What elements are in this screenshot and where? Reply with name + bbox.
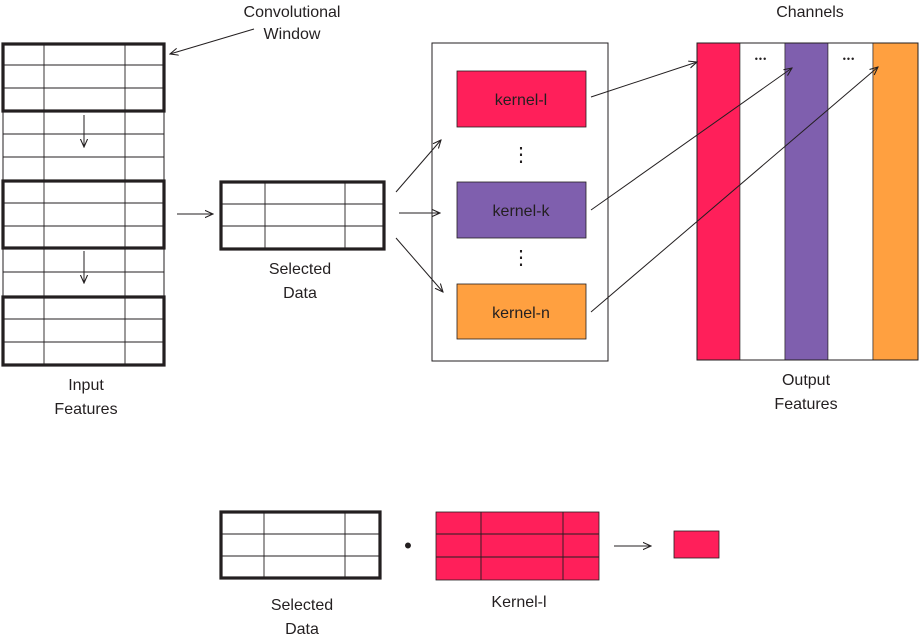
output-features-label-line1: Output: [782, 372, 831, 389]
selected-data-label-line1: Selected: [269, 261, 331, 278]
input-features: [1, 42, 166, 367]
vertical-ellipsis-2: ⋮: [511, 247, 531, 269]
conv-window-label-line1: Convolutional: [244, 4, 341, 21]
input-features-label-line1: Input: [68, 377, 104, 394]
dot-result-cell: [673, 530, 720, 559]
bottom-selected-data-label-line1: Selected: [271, 597, 333, 614]
dot-operator: •: [404, 533, 412, 558]
kernel-n-label: kernel-n: [492, 305, 550, 322]
selected-data-label-line2: Data: [283, 285, 317, 302]
output-channels-outline: [696, 42, 919, 361]
input-grid-columns: [43, 44, 126, 365]
kernel-k-box: [456, 181, 587, 239]
vertical-ellipsis-1: ⋮: [511, 144, 531, 166]
selected-to-kernel-n-arrow: [395, 237, 443, 292]
bottom-selected-data-label-line2: Data: [285, 621, 319, 636]
horizontal-ellipsis-2: •••: [843, 54, 855, 64]
kernel-k-to-channel-arrow: [590, 68, 792, 211]
conv-window-1: [1, 42, 166, 113]
kernel-n-to-channel-arrow: [590, 67, 878, 313]
kernel-k-label: kernel-k: [493, 203, 551, 220]
selected-data-grid: [219, 180, 386, 251]
kernel-l-to-channel-arrow: [590, 62, 697, 98]
conv-window-pointer-arrow: [170, 28, 255, 54]
input-grid-rows: [3, 64, 164, 343]
conv-window-3: [1, 295, 166, 367]
output-channels: [696, 42, 919, 361]
kernel-l-label: kernel-l: [495, 92, 547, 109]
channels-label: Channels: [776, 4, 844, 21]
output-channel-2: [739, 42, 786, 361]
conv-window-2: [1, 179, 166, 250]
kernel-l-box: [456, 70, 587, 128]
output-channel-4: [827, 42, 874, 361]
input-features-label-line2: Features: [54, 401, 117, 418]
output-channel-5: [872, 42, 919, 361]
horizontal-ellipsis-1: •••: [755, 54, 767, 64]
bottom-selected-data-grid: [219, 510, 382, 580]
output-features-label-line2: Features: [774, 396, 837, 413]
output-channel-1: [696, 42, 741, 361]
bottom-kernel-grid: [435, 511, 600, 581]
bottom-kernel-label: Kernel-l: [491, 594, 546, 611]
kernels-container: [431, 42, 609, 362]
selected-to-kernel-l-arrow: [395, 140, 441, 193]
kernel-n-box: [456, 283, 587, 340]
output-channel-3: [784, 42, 829, 361]
input-grid-outline: [2, 43, 165, 366]
conv-window-label-line2: Window: [264, 26, 321, 43]
